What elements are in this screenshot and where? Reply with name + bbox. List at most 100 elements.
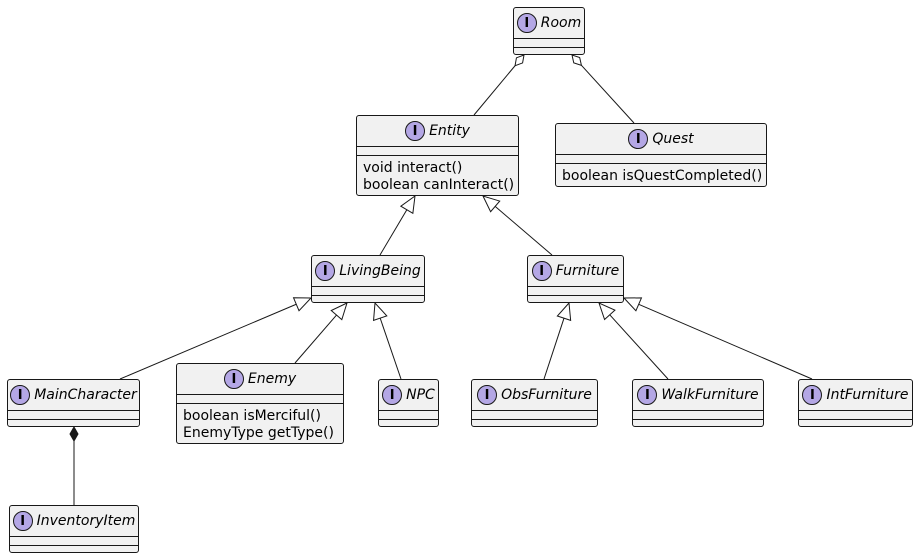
edge-line	[119, 303, 297, 380]
interface-badge-icon: I	[223, 369, 244, 389]
edge-line	[638, 303, 813, 380]
interface-badge-icon: I	[405, 121, 426, 141]
interface-fields	[10, 537, 138, 546]
inheritance-edge-furniture-intfurniture	[622, 297, 813, 380]
interface-name: Room	[540, 15, 582, 31]
interface-fields	[357, 147, 518, 156]
interface-badge-icon: I	[637, 385, 658, 405]
interface-badge-icon: I	[10, 385, 31, 405]
interface-methods	[514, 48, 584, 55]
interface-methods	[472, 420, 597, 427]
interface-methods	[10, 546, 138, 553]
inheritance-arrowhead	[598, 302, 616, 321]
interface-name: ObsFurniture	[501, 387, 592, 403]
interface-name: MainCharacter	[34, 387, 137, 403]
interface-badge-icon: I	[531, 261, 552, 281]
method-signature: boolean canInteract()	[363, 177, 515, 193]
inheritance-edge-furniture-obsfurniture	[543, 301, 572, 380]
inheritance-edge-entity-furniture	[482, 195, 553, 256]
interface-badge-icon: I	[12, 511, 33, 531]
interface-methods: void interact()boolean canInteract()	[357, 156, 518, 197]
edge-line	[543, 318, 565, 380]
inheritance-edge-livingbeing-npc	[372, 301, 402, 380]
interface-badge-icon: I	[315, 261, 336, 281]
interface-fields	[379, 411, 438, 420]
interface-name: Enemy	[247, 371, 297, 387]
aggregation-edge-room-quest	[571, 54, 635, 124]
interface-badge-icon: I	[477, 385, 498, 405]
interface-name: Quest	[652, 131, 694, 147]
method-signature: boolean isMerciful()	[183, 408, 321, 424]
composition-edge-maincharacter-inventoryitem	[69, 425, 79, 505]
interface-fields	[556, 155, 766, 164]
interface-name: InventoryItem	[36, 513, 136, 529]
interface-methods: boolean isMerciful()EnemyType getType()	[177, 404, 343, 445]
interface-fields	[528, 287, 623, 296]
aggregation-diamond	[514, 54, 525, 67]
inheritance-arrowhead	[622, 297, 643, 312]
interface-badge-icon: I	[516, 13, 537, 33]
interface-fields	[514, 39, 584, 48]
edge-line	[473, 65, 516, 116]
method-signature: void interact()	[363, 160, 463, 176]
edge-line	[294, 314, 337, 364]
inheritance-edge-livingbeing-maincharacter	[119, 297, 313, 380]
edge-line	[609, 314, 669, 380]
interface-fields	[8, 411, 139, 420]
inheritance-arrowhead	[292, 297, 313, 312]
method-signature: EnemyType getType()	[183, 425, 334, 441]
interface-fields	[177, 395, 343, 404]
inheritance-arrowhead	[330, 302, 348, 321]
interface-methods	[633, 420, 763, 427]
interface-fields	[472, 411, 597, 420]
interface-methods	[8, 420, 139, 427]
interface-badge-icon: I	[802, 385, 823, 405]
aggregation-edge-room-entity	[473, 54, 525, 116]
interface-fields	[633, 411, 763, 420]
inheritance-arrowhead	[372, 301, 388, 322]
method-signature: boolean isQuestCompleted()	[562, 168, 763, 184]
inheritance-arrowhead	[399, 194, 416, 215]
edge-line	[379, 317, 402, 380]
interface-name: NPC	[406, 387, 435, 403]
interface-fields	[312, 287, 424, 296]
interface-name: LivingBeing	[339, 263, 421, 279]
inheritance-arrowhead	[482, 195, 501, 213]
aggregation-diamond	[571, 54, 583, 67]
composition-diamond	[69, 425, 79, 443]
interface-name: Entity	[429, 123, 470, 139]
interface-name: Furniture	[555, 263, 620, 279]
inheritance-edge-livingbeing-enemy	[294, 302, 348, 364]
interface-name: WalkFurniture	[661, 387, 759, 403]
interface-badge-icon: I	[382, 385, 403, 405]
edge-line	[494, 206, 553, 256]
inheritance-edge-furniture-walkfurniture	[598, 302, 669, 380]
edge-line	[379, 209, 408, 256]
interface-badge-icon: I	[628, 129, 649, 149]
interface-name: IntFurniture	[826, 387, 909, 403]
edge-line	[581, 65, 635, 124]
interface-fields	[799, 411, 912, 420]
